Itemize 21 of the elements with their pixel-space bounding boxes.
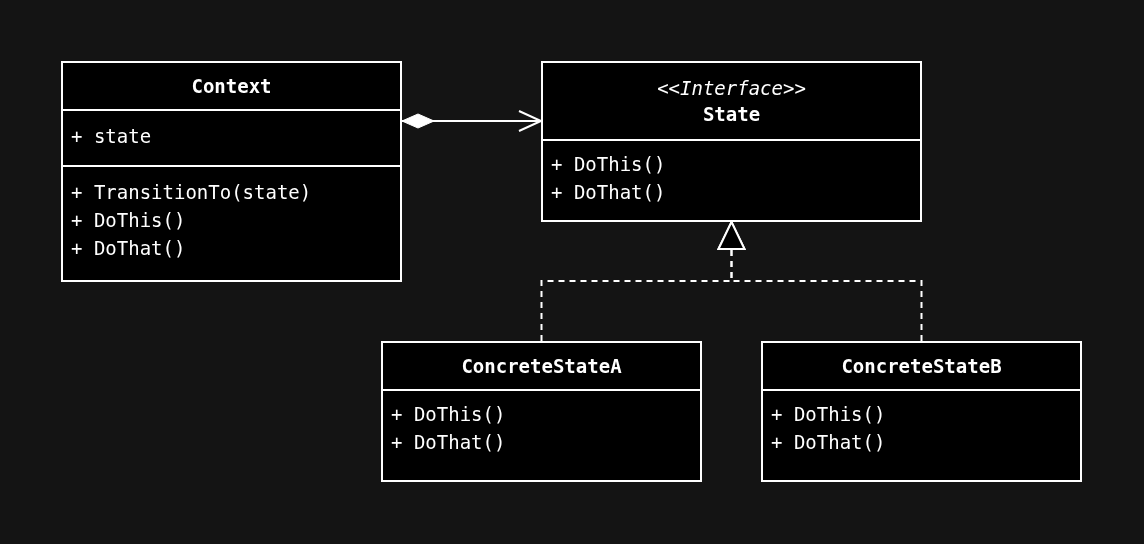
class-box [761, 341, 1082, 482]
class-member: + DoThat() [391, 430, 506, 455]
class-member: + DoThat() [71, 236, 186, 261]
class-box [61, 61, 402, 282]
class-name: ConcreteStateB [841, 354, 1002, 379]
class-box [381, 341, 702, 482]
class-member: + DoThis() [391, 402, 506, 427]
class-member: + DoThat() [551, 180, 666, 205]
realization-arrow [717, 221, 923, 342]
composition-arrow [401, 110, 542, 132]
class-name: Context [191, 74, 272, 99]
class-name: ConcreteStateA [461, 354, 622, 379]
class-member: + state [71, 124, 152, 149]
class-member: + TransitionTo(state) [71, 180, 312, 205]
class-member: + DoThat() [771, 430, 886, 455]
class-name: State [702, 102, 761, 127]
class-member: + DoThis() [771, 402, 886, 427]
class-box [541, 61, 922, 222]
stereotype-label: <<Interface>> [657, 76, 806, 101]
class-member: + DoThis() [71, 208, 186, 233]
class-member: + DoThis() [551, 152, 666, 177]
